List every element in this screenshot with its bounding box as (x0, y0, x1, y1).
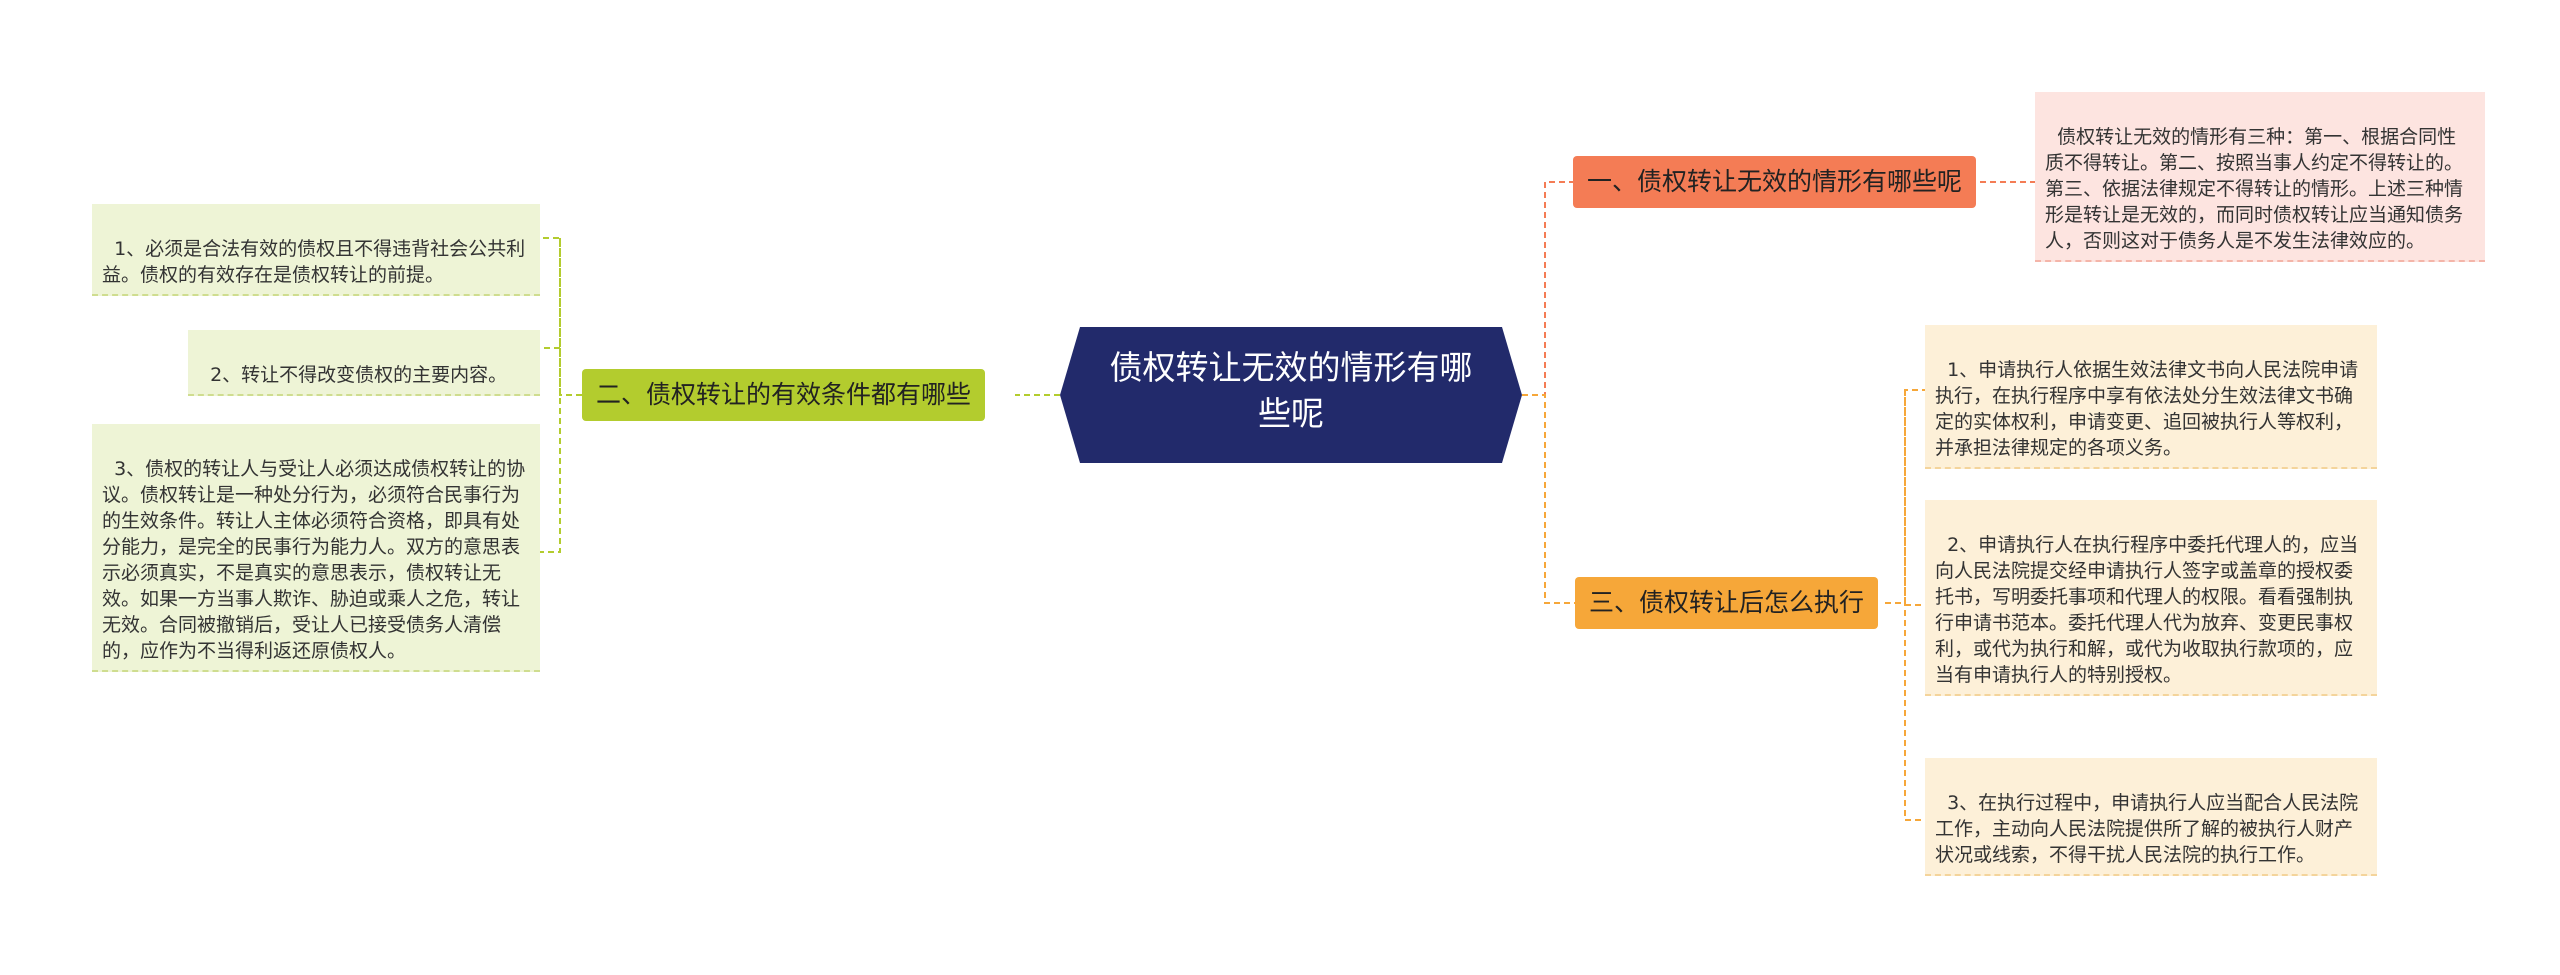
leaf-execution-2[interactable]: 2、申请执行人在执行程序中委托代理人的，应当向人民法院提交经申请执行人签字或盖章… (1925, 500, 2377, 696)
leaf-text: 2、转让不得改变债权的主要内容。 (210, 364, 508, 386)
branch-execution[interactable]: 三、债权转让后怎么执行 (1575, 577, 1879, 629)
leaf-text: 1、必须是合法有效的债权且不得违背社会公共利益。债权的有效存在是债权转让的前提。 (102, 238, 526, 286)
branch-label: 一、债权转让无效的情形有哪些呢 (1587, 167, 1963, 196)
leaf-execution-3[interactable]: 3、在执行过程中，申请执行人应当配合人民法院工作，主动向人民法院提供所了解的被执… (1925, 758, 2377, 876)
root-topic[interactable]: 债权转让无效的情形有哪些呢 (1060, 327, 1522, 463)
branch-label: 三、债权转让后怎么执行 (1589, 588, 1865, 617)
leaf-condition-2[interactable]: 2、转让不得改变债权的主要内容。 (188, 330, 540, 396)
leaf-text: 3、在执行过程中，申请执行人应当配合人民法院工作，主动向人民法院提供所了解的被执… (1935, 792, 2359, 866)
leaf-text: 2、申请执行人在执行程序中委托代理人的，应当向人民法院提交经申请执行人签字或盖章… (1935, 534, 2359, 686)
link-b3-leaves (1885, 389, 1925, 821)
root-label: 债权转让无效的情形有哪些呢 (1109, 348, 1473, 433)
leaf-text: 3、债权的转让人与受让人必须达成债权转让的协议。债权转让是一种处分行为，必须符合… (102, 458, 526, 662)
link-b2-leaves (540, 237, 582, 553)
leaf-text: 债权转让无效的情形有三种：第一、根据合同性质不得转让。第二、按照当事人约定不得转… (2045, 126, 2464, 252)
leaf-condition-1[interactable]: 1、必须是合法有效的债权且不得违背社会公共利益。债权的有效存在是债权转让的前提。 (92, 204, 540, 296)
leaf-text: 1、申请执行人依据生效法律文书向人民法院申请执行，在执行程序中享有依法处分生效法… (1935, 359, 2359, 459)
branch-valid-conditions[interactable]: 二、债权转让的有效条件都有哪些 (582, 369, 986, 421)
leaf-invalid-cases-detail[interactable]: 债权转让无效的情形有三种：第一、根据合同性质不得转让。第二、按照当事人约定不得转… (2035, 92, 2485, 262)
leaf-execution-1[interactable]: 1、申请执行人依据生效法律文书向人民法院申请执行，在执行程序中享有依法处分生效法… (1925, 325, 2377, 469)
branch-invalid-cases[interactable]: 一、债权转让无效的情形有哪些呢 (1573, 156, 1977, 208)
link-root-b1 (1522, 181, 1573, 396)
leaf-condition-3[interactable]: 3、债权的转让人与受让人必须达成债权转让的协议。债权转让是一种处分行为，必须符合… (92, 424, 540, 672)
branch-label: 二、债权转让的有效条件都有哪些 (596, 380, 972, 409)
link-root-b3 (1522, 394, 1575, 604)
